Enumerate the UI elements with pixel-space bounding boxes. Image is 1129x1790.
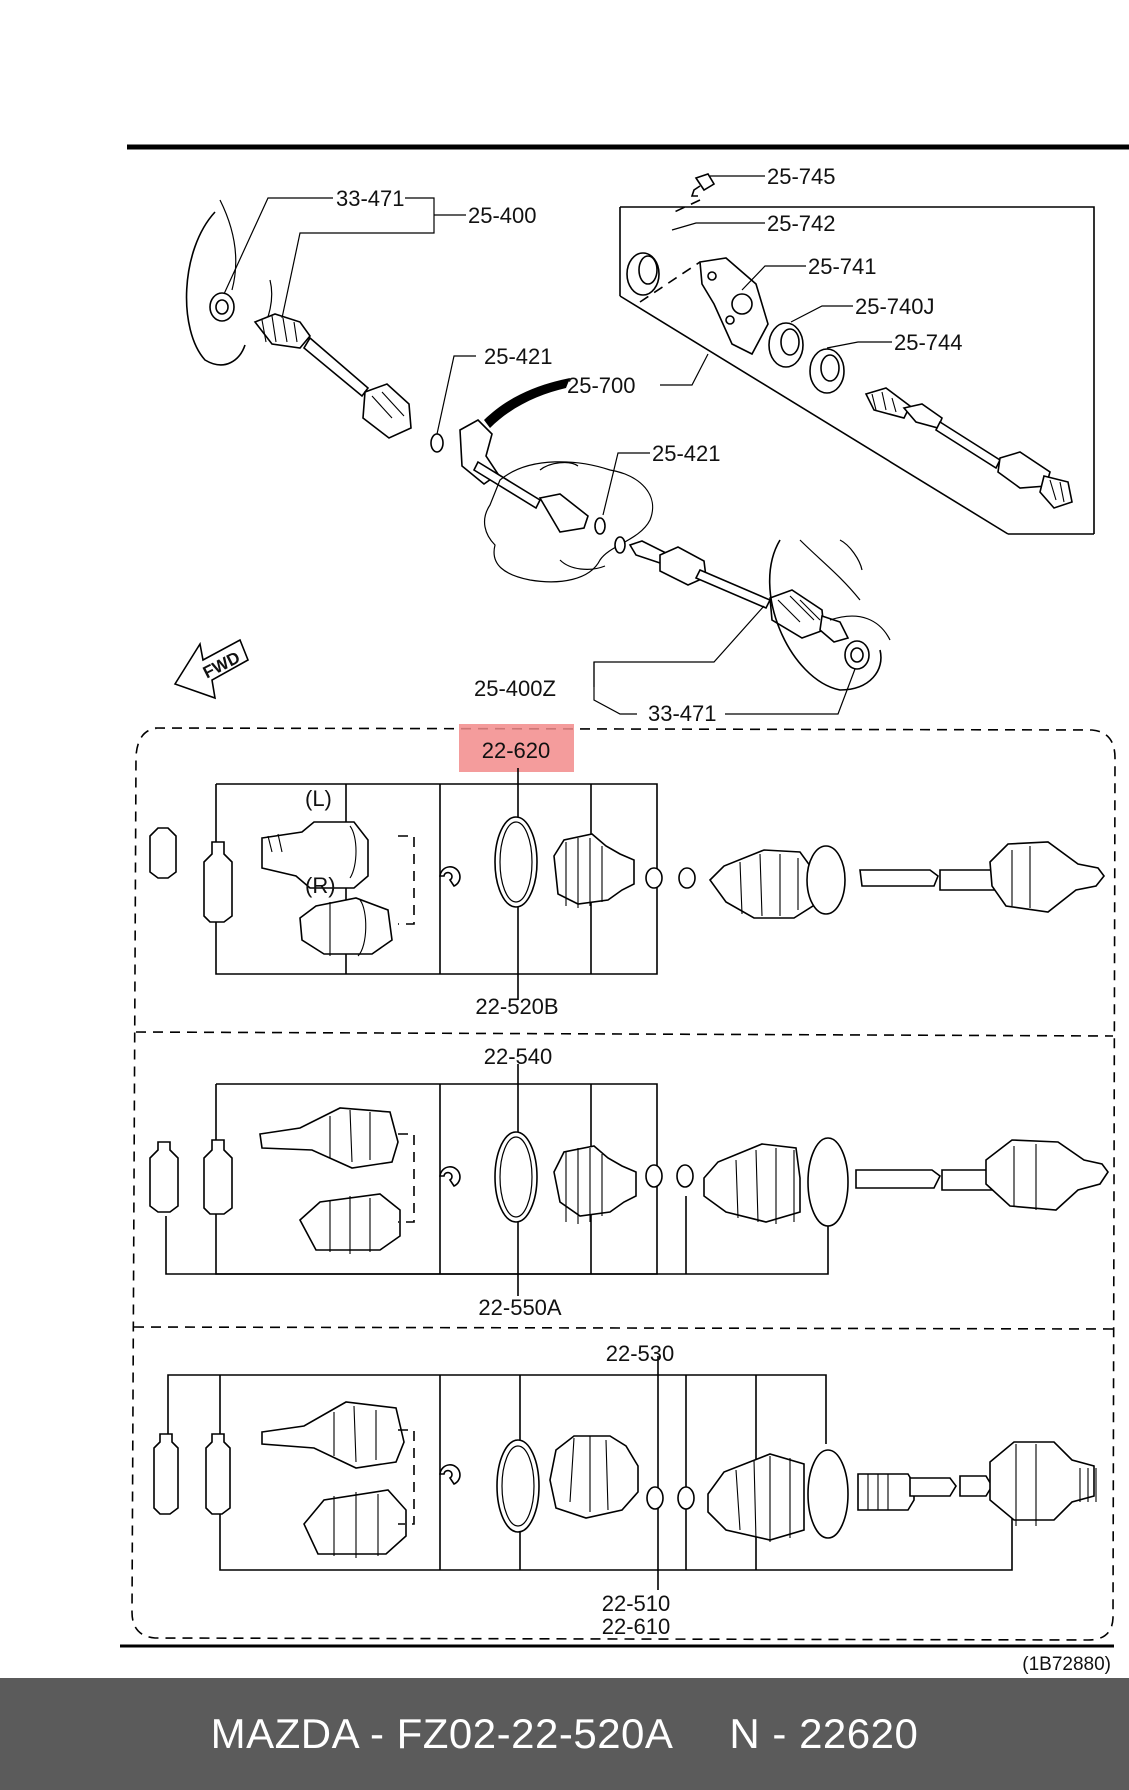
row-22-550a bbox=[149, 1064, 1109, 1296]
label-25-741: 25-741 bbox=[808, 254, 877, 279]
leader-25-700-sweep bbox=[484, 378, 570, 428]
label-25-421-a: 25-421 bbox=[484, 344, 553, 369]
right-drive-shaft bbox=[614, 536, 850, 643]
label-22-510: 22-510 bbox=[602, 1591, 671, 1616]
label-22-620: 22-620 bbox=[482, 738, 551, 763]
reference-code: (1B72880) bbox=[1022, 1654, 1111, 1675]
kit-divider-2 bbox=[133, 1326, 1114, 1330]
highlight-22-620 bbox=[459, 724, 574, 772]
bearing-inset-box bbox=[619, 173, 1095, 535]
label-33-471-top: 33-471 bbox=[336, 186, 405, 211]
transmission-outline bbox=[483, 461, 654, 583]
label-33-471-bottom: 33-471 bbox=[648, 701, 717, 726]
label-25-742: 25-742 bbox=[767, 211, 836, 236]
kit-box-outline bbox=[131, 727, 1116, 1641]
label-22-530: 22-530 bbox=[606, 1341, 675, 1366]
top-leaders bbox=[223, 175, 892, 715]
row-22-520b: (L) (R) bbox=[149, 768, 1106, 1000]
label-22-610: 22-610 bbox=[602, 1614, 671, 1639]
label-side-r: (R) bbox=[305, 873, 336, 898]
label-25-745: 25-745 bbox=[767, 164, 836, 189]
label-25-421-b: 25-421 bbox=[652, 441, 721, 466]
label-25-744: 25-744 bbox=[894, 330, 963, 355]
catalog-number: N - 22620 bbox=[729, 1710, 919, 1757]
right-wheel-hub bbox=[768, 539, 891, 691]
footer-bar: MAZDA - FZ02-22-520A N - 22620 bbox=[0, 1678, 1129, 1790]
label-side-l: (L) bbox=[305, 786, 332, 811]
kit-divider-1 bbox=[135, 1031, 1114, 1037]
label-25-400: 25-400 bbox=[468, 203, 537, 228]
row-22-510 bbox=[153, 1356, 1097, 1590]
parts-diagram: FWD bbox=[120, 144, 1129, 1675]
label-25-740j: 25-740J bbox=[855, 294, 935, 319]
left-drive-shaft bbox=[253, 313, 444, 453]
left-wheel-hub bbox=[185, 199, 273, 366]
label-22-520b: 22-520B bbox=[475, 994, 558, 1019]
label-22-550a: 22-550A bbox=[478, 1295, 562, 1320]
label-25-700: 25-700 bbox=[567, 373, 636, 398]
part-number: MAZDA - FZ02-22-520A bbox=[210, 1710, 674, 1757]
fwd-arrow: FWD bbox=[173, 638, 250, 700]
intermediate-bracket bbox=[459, 419, 606, 535]
label-22-540: 22-540 bbox=[484, 1044, 553, 1069]
label-25-400z: 25-400Z bbox=[474, 676, 556, 701]
